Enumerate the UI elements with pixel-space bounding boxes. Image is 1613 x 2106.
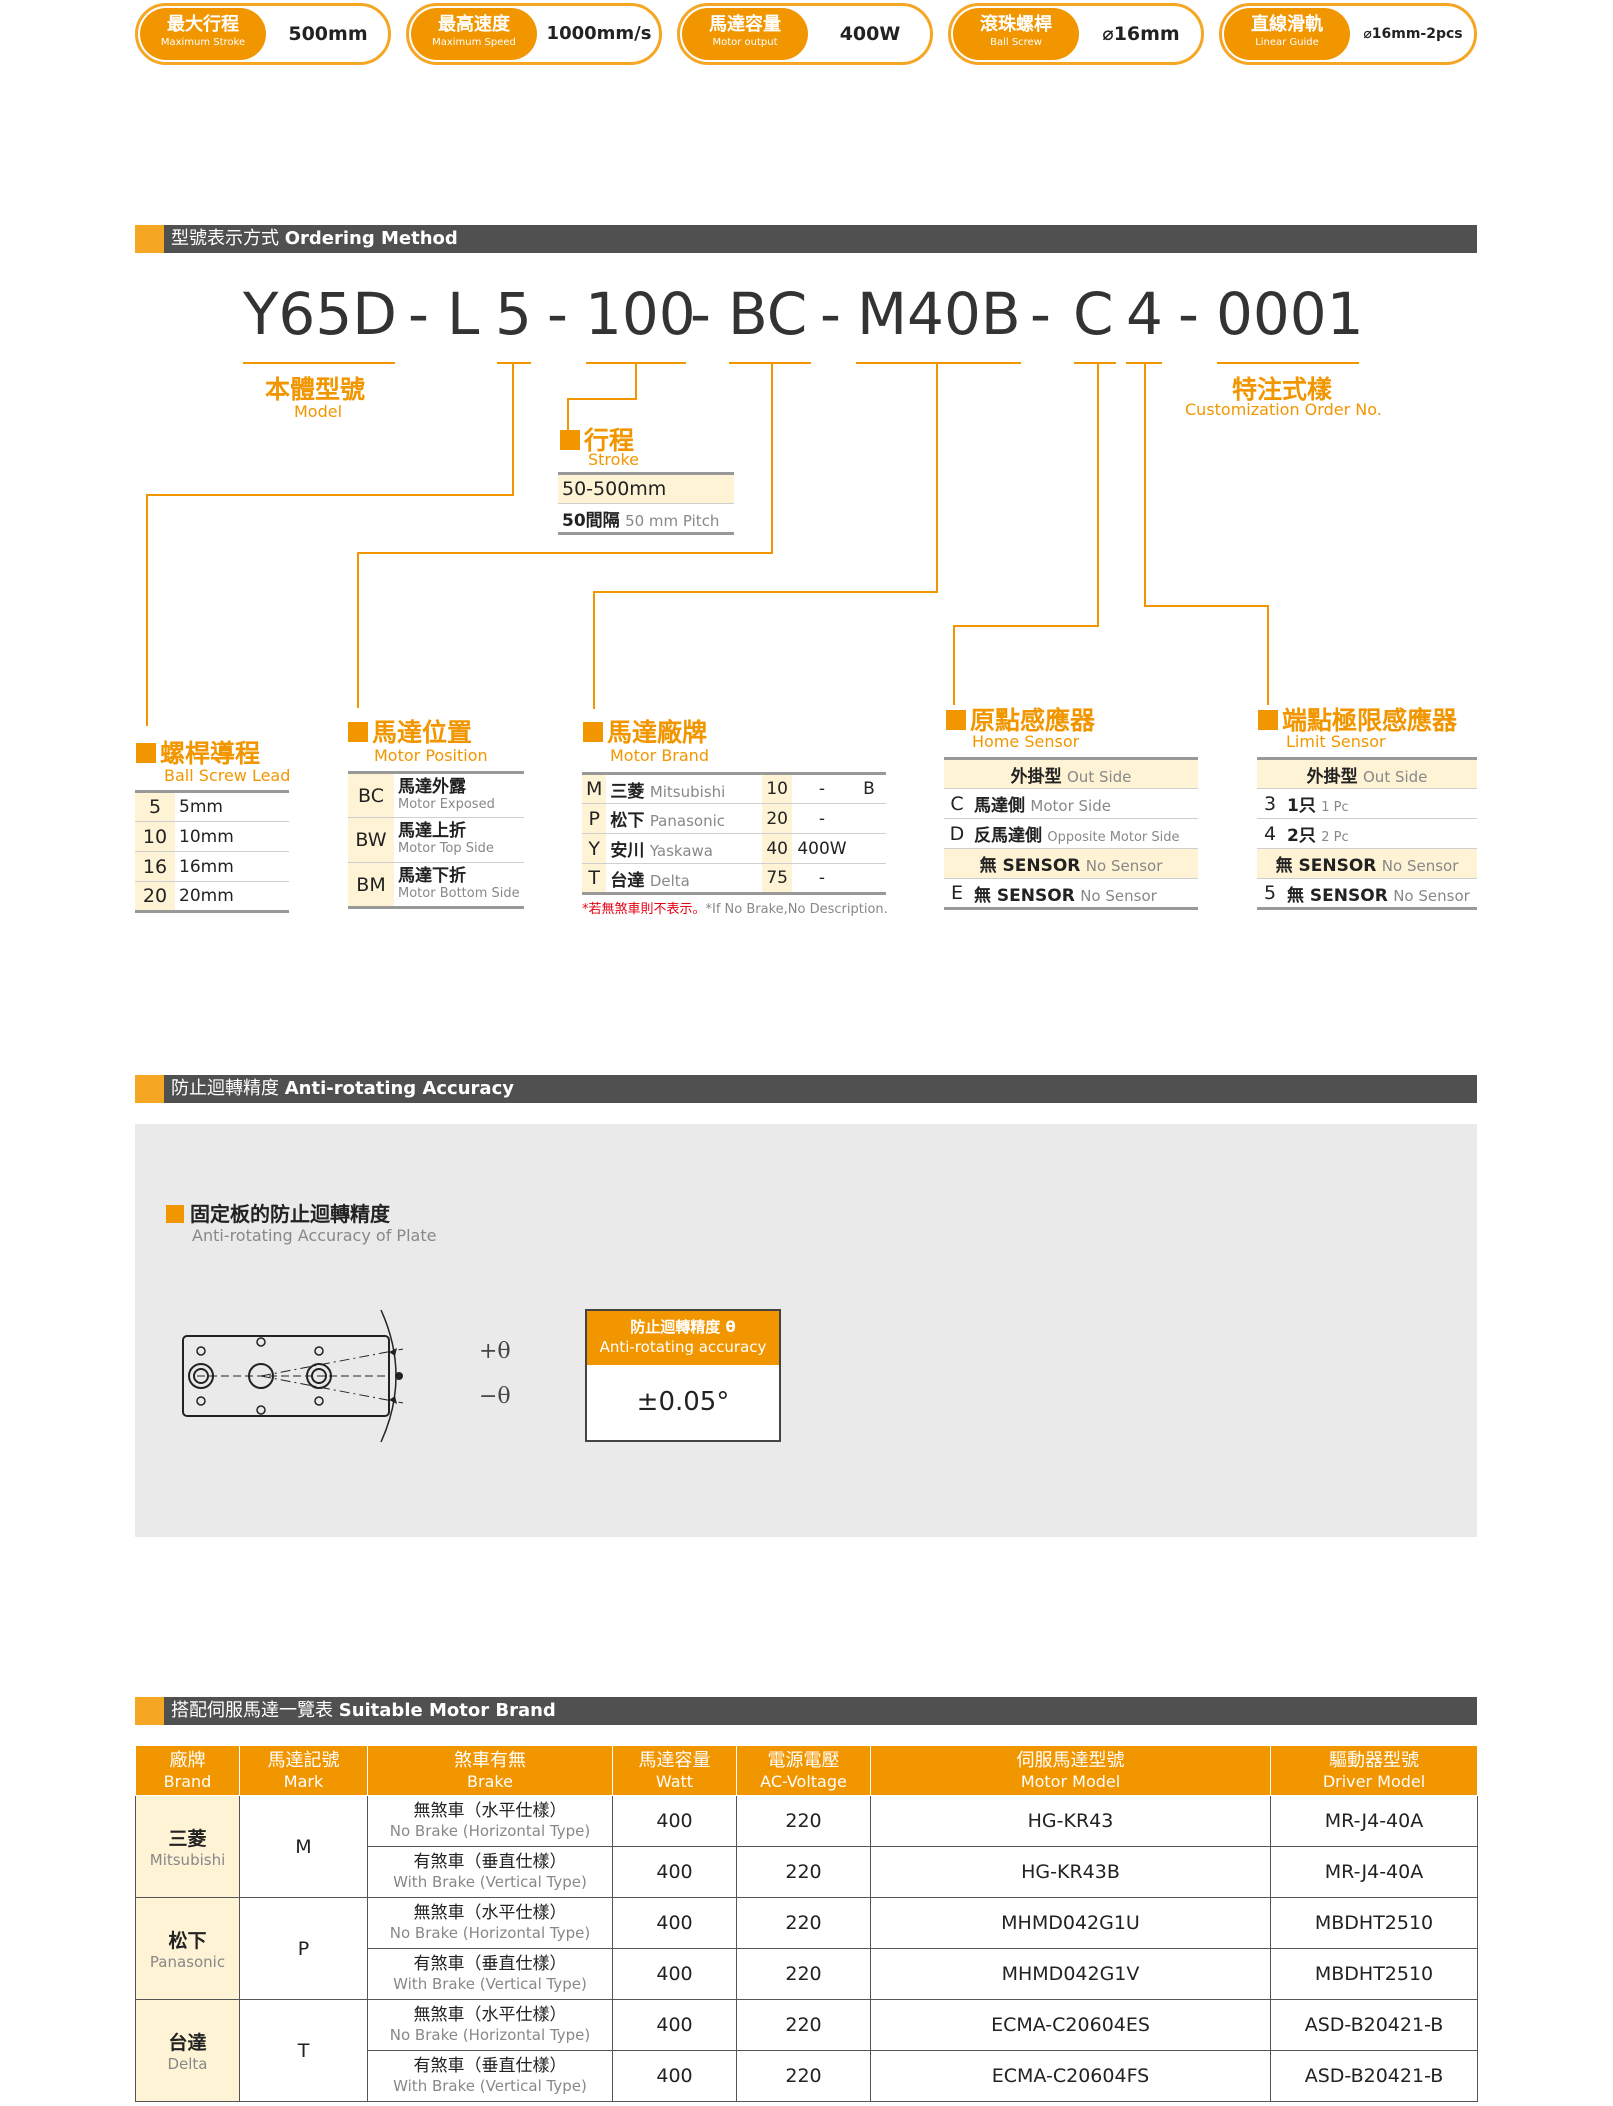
square-bullet-icon xyxy=(1258,710,1278,730)
stroke-title: 行程 xyxy=(560,421,634,457)
custom-subtitle: Customization Order No. xyxy=(1185,400,1382,419)
square-bullet-icon xyxy=(136,743,156,763)
plus-theta-label: +θ xyxy=(479,1339,511,1364)
table-row: 有煞車（垂直仕樣）With Brake (Vertical Type) 400 … xyxy=(136,1846,1478,1898)
brand-title: 馬達廠牌 xyxy=(583,713,707,749)
section-bar-accuracy: 防止迴轉精度 Anti-rotating Accuracy xyxy=(135,1075,1477,1103)
square-bullet-icon xyxy=(166,1205,184,1223)
limit-subtitle: Limit Sensor xyxy=(1286,732,1386,751)
square-bullet-icon xyxy=(583,722,603,742)
plate-diagram xyxy=(182,1309,404,1443)
stroke-table: 50-500mm 50間隔 50 mm Pitch xyxy=(558,472,734,535)
home-title: 原點感應器 xyxy=(946,701,1095,737)
plate-subtitle: Anti-rotating Accuracy of Plate xyxy=(192,1226,437,1245)
brand-note: *若無煞車則不表示。*If No Brake,No Description. xyxy=(582,902,888,917)
section-bar-motors: 搭配伺服馬達一覽表 Suitable Motor Brand xyxy=(135,1697,1477,1725)
model-title: 本體型號 xyxy=(265,375,366,404)
lead-subtitle: Ball Screw Lead xyxy=(164,766,291,785)
square-bullet-icon xyxy=(560,430,580,450)
position-title: 馬達位置 xyxy=(348,713,472,749)
square-bullet-icon xyxy=(946,710,966,730)
minus-theta-label: −θ xyxy=(479,1384,511,1409)
accuracy-value-box: 防止迴轉精度 θ Anti-rotating accuracy ±0.05° xyxy=(585,1309,781,1442)
accuracy-panel: 固定板的防止迴轉精度 Anti-rotating Accuracy of Pla… xyxy=(135,1124,1477,1537)
custom-title: 特注式樣 xyxy=(1232,375,1333,404)
home-subtitle: Home Sensor xyxy=(972,732,1080,751)
table-row: 有煞車（垂直仕樣）With Brake (Vertical Type) 400 … xyxy=(136,2050,1478,2102)
lead-title: 螺桿導程 xyxy=(136,734,260,770)
position-subtitle: Motor Position xyxy=(374,746,488,765)
section-bar-ordering: 型號表示方式 Ordering Method xyxy=(135,225,1477,253)
square-bullet-icon xyxy=(348,722,368,742)
stroke-subtitle: Stroke xyxy=(588,450,639,469)
plate-title: 固定板的防止迴轉精度 xyxy=(166,1198,390,1227)
model-subtitle: Model xyxy=(294,402,343,421)
brand-subtitle: Motor Brand xyxy=(610,746,709,765)
limit-title: 端點極限感應器 xyxy=(1258,701,1457,737)
